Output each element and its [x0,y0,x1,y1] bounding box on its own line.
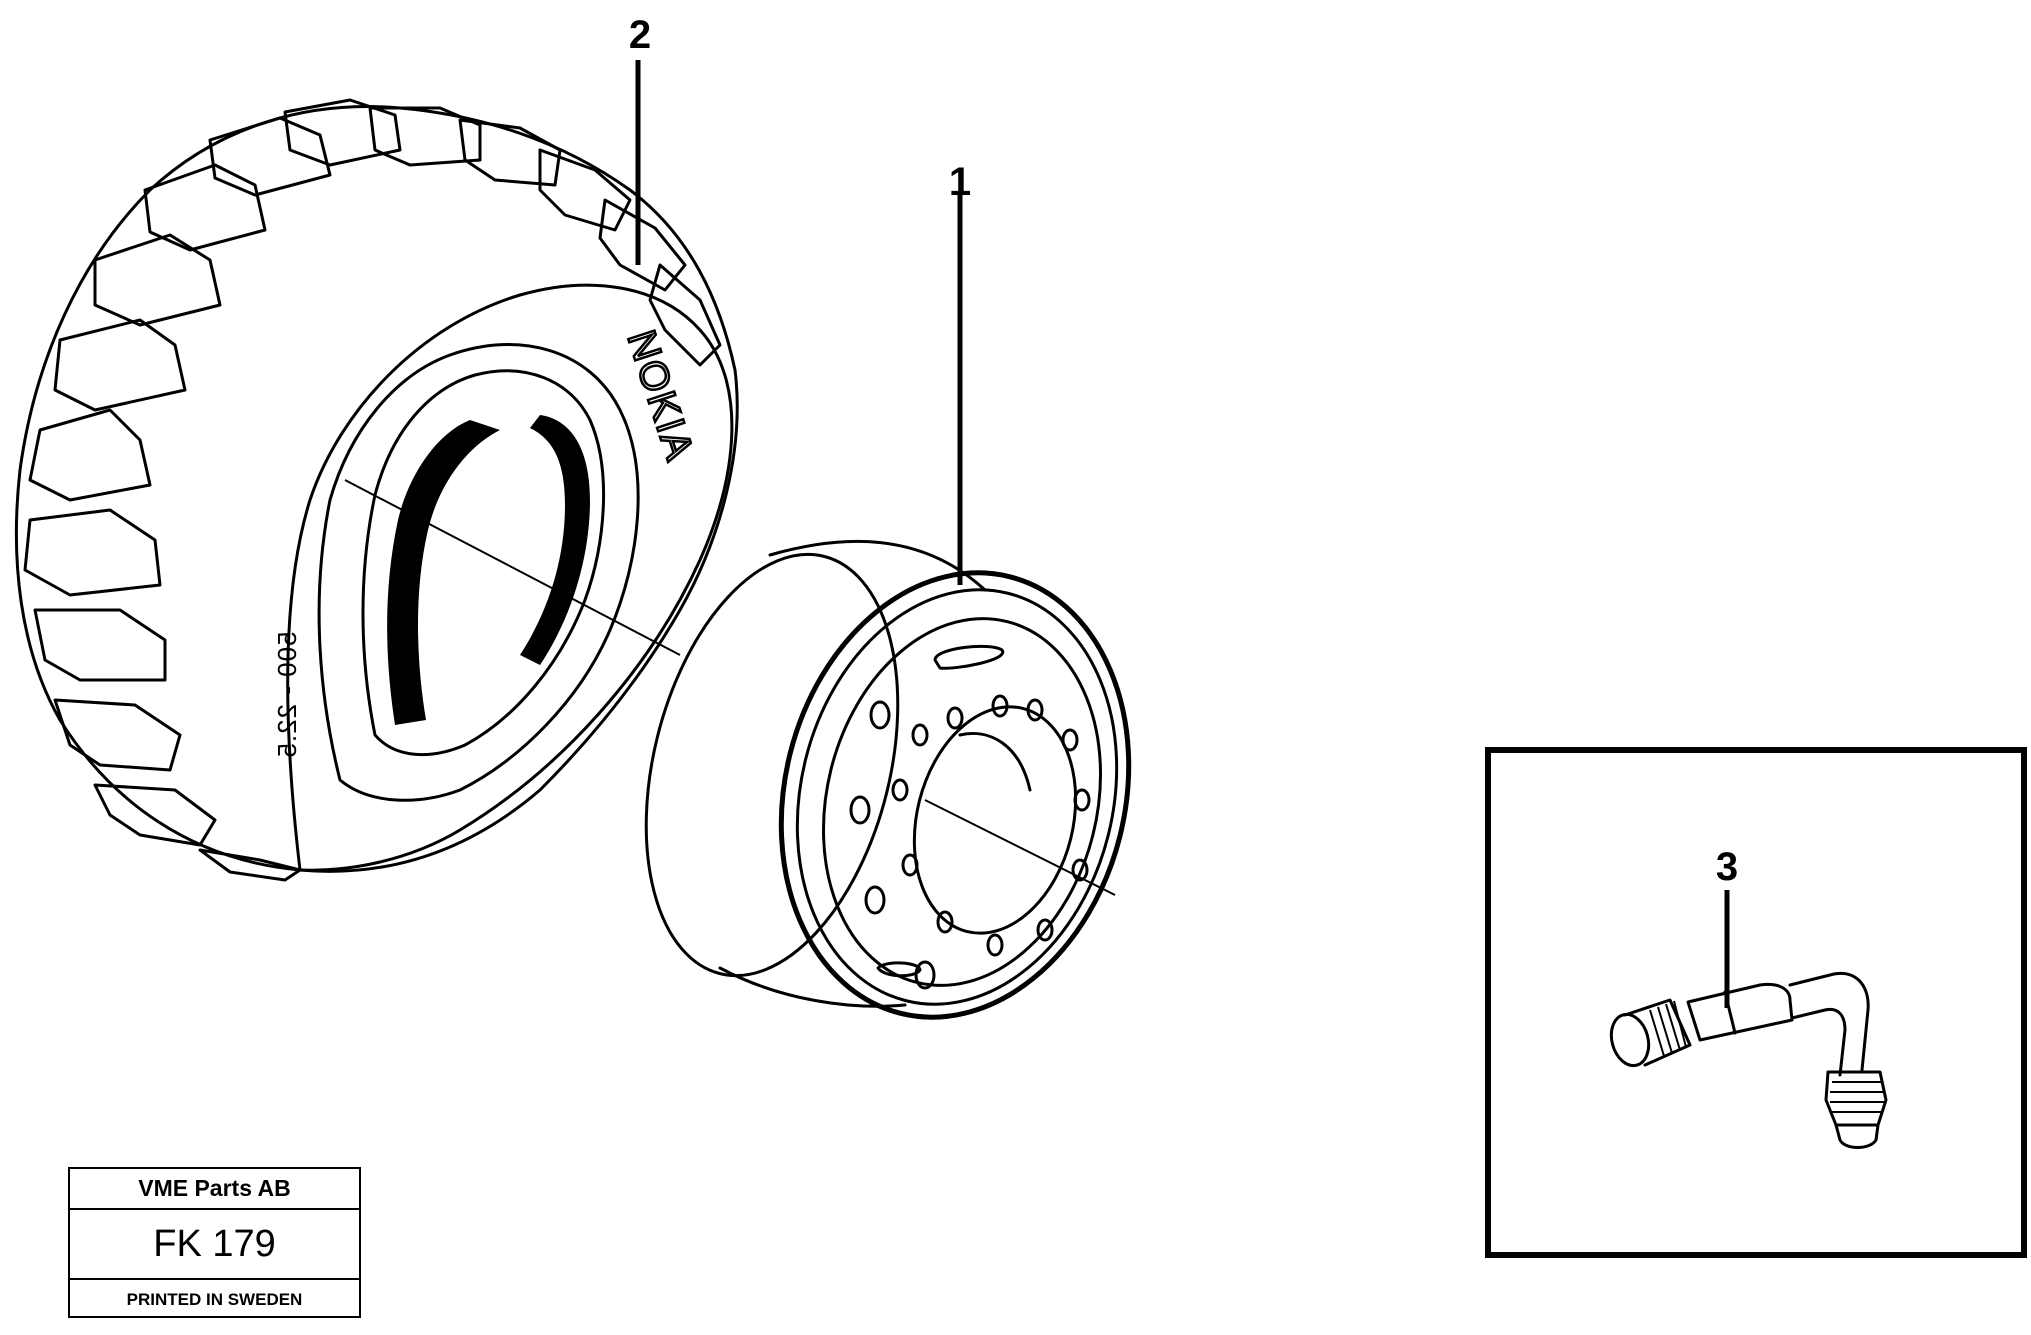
detail-box-frame [1485,747,2027,1258]
valve-cap-knurl [1649,1000,1687,1057]
rim-centre-line [924,799,1116,896]
tyre-bead-outline [317,343,640,802]
valve-base-foot [1834,1123,1880,1149]
rim-centre-bore [912,705,1078,935]
rim-valve-slot-lower [876,961,922,978]
title-block-printed: PRINTED IN SWEDEN [126,1290,303,1309]
valve-cap-end [1609,1012,1651,1068]
title-block-company: VME Parts AB [70,1169,359,1210]
title-block-code: FK 179 [70,1210,359,1280]
rim-back-edge [644,552,900,978]
callout-2: 2 [629,13,651,57]
valve-drawing [1609,972,1888,1149]
tyre-tread-blocks [23,98,722,882]
rim-flange-inner-1 [795,588,1119,1006]
tyre-centre-line [344,479,681,656]
valve-bent-tube [1788,972,1870,1077]
rim-bore-depth [958,732,1032,792]
tyre-inner-edge [361,369,606,757]
tyre-inner-shadow [387,420,500,725]
tyre-outer-outline [14,105,739,873]
leader-lines [344,60,1730,1008]
rim-bolt-holes [849,694,1091,990]
wheel-rim-drawing [644,539,1132,1020]
tyre-drawing: NOKIA 500 - 22.5 [14,98,739,882]
rim-valve-slot [933,644,1005,670]
tyre-inner-shadow-right [520,415,590,665]
valve-base-knurl [1830,1081,1884,1113]
rim-front-flange [778,570,1132,1020]
tyre-size-text: 500 - 22.5 [272,631,302,758]
callout-1: 1 [949,160,971,204]
callout-3: 3 [1716,845,1738,889]
rim-barrel-top [768,539,987,592]
title-block: VME Parts AB FK 179 PRINTED IN SWEDEN [68,1167,361,1318]
valve-base-nut [1824,1070,1888,1127]
tyre-sidewall-outline [286,283,734,872]
valve-stem [1686,982,1794,1042]
